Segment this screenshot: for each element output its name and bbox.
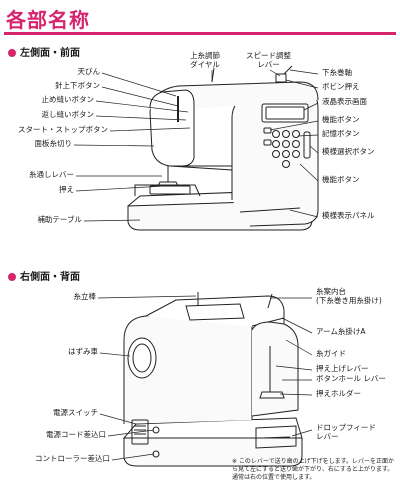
label-aux-table: 補助テーブル <box>37 215 82 224</box>
label-tension-dial: 上糸調節ダイヤル <box>190 51 220 69</box>
label-controller-inlet: コントローラー差込口 <box>35 454 110 463</box>
label-faceplate-cutter: 面板糸切り <box>34 139 73 148</box>
label-function-button-2: 機能ボタン <box>322 175 360 184</box>
machine-front-drawing <box>127 65 319 231</box>
pattern-buttons <box>263 127 311 168</box>
label-handwheel: はずみ車 <box>68 347 98 356</box>
leader-lines-back <box>97 295 313 461</box>
label-presser-foot: 押え <box>59 185 74 194</box>
leader-lines-front <box>73 69 319 222</box>
title-divider <box>4 32 396 35</box>
label-threader-lever: 糸通しレバー <box>29 170 74 179</box>
label-buttonhole-lever: ボタンホール レバー <box>316 374 386 383</box>
label-presser-lift-lever: 押え上げレバー <box>316 364 369 373</box>
label-power-switch: 電源スイッチ <box>53 408 98 417</box>
label-thread-guide: 糸ガイド <box>316 349 346 358</box>
bullet-icon <box>8 273 16 281</box>
label-tenbin: 天びん <box>77 67 101 76</box>
label-pattern-select-button: 模様選択ボタン <box>322 147 375 156</box>
section-heading-back: 右側面・背面 <box>8 268 80 283</box>
bullet-icon <box>8 49 16 57</box>
label-function-button-1: 機能ボタン <box>322 115 360 124</box>
machine-back-drawing <box>122 292 303 467</box>
label-arm-thread-guide: アーム糸掛けA <box>316 327 366 336</box>
label-speed-lever: スピード調整レバー <box>246 51 291 69</box>
label-bobbin-winder: 下糸巻軸 <box>322 68 352 77</box>
page-title: 各部名称 <box>6 8 90 32</box>
label-thread-guide-base: 糸案内台(下糸巻き用糸掛け) <box>316 287 382 305</box>
label-start-stop-button: スタート・ストップボタン <box>18 125 108 134</box>
section-heading-front: 左側面・前面 <box>8 44 80 59</box>
label-reverse-button: 返し縫いボタン <box>41 110 95 119</box>
label-lock-stitch-button: 止め縫いボタン <box>41 95 95 104</box>
label-pattern-panel: 模様表示パネル <box>322 211 375 220</box>
label-spool-pin: 糸立棒 <box>73 292 97 301</box>
label-lcd-screen: 液晶表示画面 <box>322 97 367 106</box>
label-power-cord-inlet: 電源コード差込口 <box>46 430 106 439</box>
footnote: ※ このレバーで送り歯の上げ下げをします。レバーを正面から見て左にすると送り歯が… <box>232 458 394 482</box>
label-drop-feed-lever: ドロップフィードレバー <box>316 423 376 441</box>
label-memory-button: 記憶ボタン <box>322 129 360 138</box>
label-needle-updown-button: 針上下ボタン <box>55 81 100 90</box>
label-presser-holder: 押えホルダー <box>316 389 361 398</box>
label-bobbin-stopper: ボビン押え <box>322 82 360 91</box>
